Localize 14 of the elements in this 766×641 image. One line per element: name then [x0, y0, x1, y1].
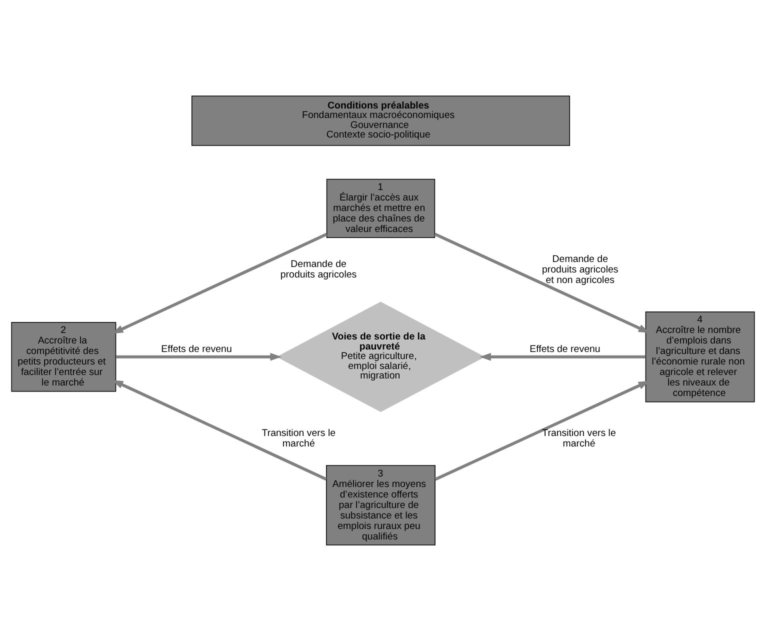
edge-label: Demande de produits agricoles: [280, 259, 357, 281]
arrow: [116, 352, 282, 361]
edge-label: Transition vers le marché: [542, 428, 616, 450]
node-box: Conditions préalables Fondamentaux macroéconomiques Gouvernance Contexte socio-politique: [191, 96, 570, 146]
arrow: [480, 352, 646, 361]
edge-label: Effets de revenu: [530, 344, 600, 355]
node-box: 3 Améliorer les moyens d’existence offerts par l’agriculture de subsistance et les emplois ruraux peu qualifiés: [326, 465, 436, 546]
node-diamond: Voies de sortie de la pauvreté Petite agriculture, emploi salarié, migration: [276, 302, 485, 412]
edge-label: Transition vers le marché: [262, 428, 336, 450]
node-box: 1 Élargir l’accès aux marchés et mettre en place des chaînes de valeur efficaces: [326, 178, 436, 238]
node-box: 2 Accroître la compétitivité des petits producteurs et faciliter l’entrée sur le marché: [11, 322, 116, 392]
node-box: 4 Accroître le nombre d’emplois dans l’agriculture et dans l’économie rurale non agricole et relever les niveaux de compétence: [645, 312, 755, 402]
edge-label: Demande de produits agricoles et non agricoles: [542, 254, 618, 286]
edge-label: Effets de revenu: [161, 344, 232, 355]
